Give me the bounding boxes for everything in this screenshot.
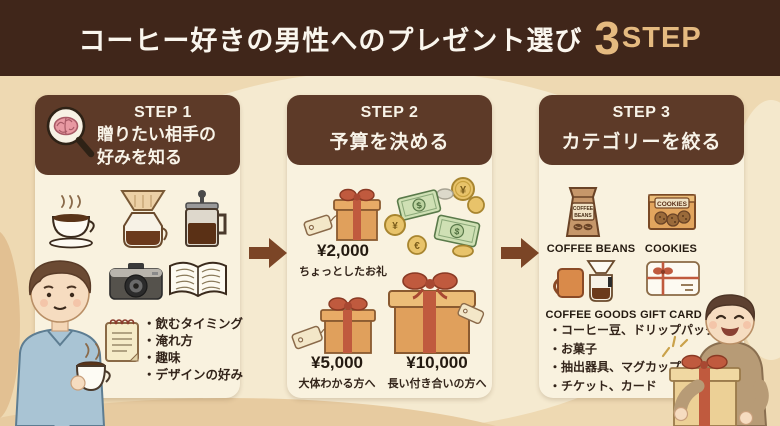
budget-2000: ¥2,000 ちょっとしたお礼 [289, 241, 397, 279]
budget-price: ¥10,000 [406, 353, 468, 372]
dollar-bill-symbol: $ [415, 200, 422, 211]
cookies-label: COOKIES [657, 201, 688, 208]
dollar-bill-symbol: $ [453, 226, 460, 237]
gift-box-icon [291, 293, 377, 360]
step2-label: STEP 2 [360, 104, 419, 121]
page-title: コーヒー好きの男性へのプレゼント選び [78, 25, 583, 56]
arrow-right-icon [501, 236, 539, 275]
step3-label: STEP 3 [612, 104, 671, 121]
gift-box-icon [379, 261, 485, 360]
category-label: COOKIES [644, 243, 698, 255]
french-press-icon [177, 189, 229, 254]
background-blob [0, 230, 20, 420]
coffee-goods-icon [551, 255, 617, 310]
note-item: ・デザインの好み [143, 368, 244, 382]
step3-title: カテゴリーを絞る [561, 132, 722, 153]
man-with-coffee-illustration [0, 253, 120, 426]
euro-coin-symbol: € [414, 241, 420, 252]
category-label: COFFEE GOODS [545, 309, 637, 321]
money-icon: ¥ $ ¥ $ [383, 175, 491, 268]
note-item: ・淹れ方 [143, 334, 194, 348]
yen-coin-symbol: ¥ [460, 185, 467, 197]
coffee-beans-bag-icon: COFFEE BEANS [557, 181, 609, 244]
sparkle-icon [660, 334, 690, 365]
step1-card: STEP 1 贈りたい相手の 好みを知る [35, 95, 243, 398]
budget-desc: ちょっとしたお礼 [299, 266, 387, 278]
header-banner: コーヒー好きの男性へのプレゼント選び 3 STEP [0, 0, 780, 76]
bag-label-line1: COFFEE [573, 206, 594, 212]
budget-desc: 大体わかる方へ [298, 378, 376, 390]
budget-price: ¥5,000 [311, 353, 363, 372]
arrow-right-icon [249, 236, 287, 275]
budget-5000: ¥5,000 大体わかる方へ [287, 353, 387, 391]
yen-coin-symbol: ¥ [392, 221, 398, 232]
cookies-box-icon: COOKIES [645, 185, 699, 240]
pourover-dripper-icon [113, 188, 173, 255]
header-step-word: STEP [621, 21, 702, 54]
step1-header: STEP 1 贈りたい相手の 好みを知る [35, 95, 240, 175]
step1-label: STEP 1 [134, 104, 192, 121]
bag-label-line2: BEANS [574, 213, 592, 219]
step1-title-line2: 好みを知る [97, 147, 182, 167]
step2-header: STEP 2 予算を決める [287, 95, 492, 165]
note-item: ・趣味 [143, 351, 181, 365]
man-with-gift-illustration [668, 292, 780, 426]
category-label: COFFEE BEANS [546, 243, 636, 255]
header-step-count: 3 [594, 12, 620, 64]
book-icon [168, 258, 228, 305]
budget-10000: ¥10,000 長い付き合いの方へ [383, 353, 491, 391]
step1-title: 贈りたい相手の 好みを知る [97, 124, 216, 170]
note-item: ・コーヒー豆、ドリップパック [549, 323, 718, 337]
notepad-icon [103, 315, 141, 370]
step1-title-line1: 贈りたい相手の [97, 125, 216, 144]
note-item: ・飲むタイミング [143, 317, 244, 331]
coffee-cup-icon [45, 195, 99, 254]
note-item: ・お菓子 [549, 341, 598, 356]
step3-header: STEP 3 カテゴリーを絞る [539, 95, 744, 165]
step2-title: 予算を決める [329, 132, 450, 153]
step1-notes: ・飲むタイミング ・淹れ方 ・趣味 ・デザインの好み [143, 316, 243, 384]
gift-card-icon [645, 257, 701, 304]
gift-box-icon [301, 185, 381, 248]
category-label: GIFT CARD [640, 309, 702, 321]
note-item: ・チケット、カード [549, 378, 657, 393]
note-item: ・抽出器具、マグカップ [549, 360, 682, 374]
step2-card: STEP 2 予算を決める [287, 95, 492, 398]
step3-notes: ・コーヒー豆、ドリップパック ・お菓子 ・抽出器具、マグカップ ・チケット、カー… [549, 321, 717, 395]
budget-price: ¥2,000 [317, 241, 369, 260]
magnifier-brain-icon [41, 103, 99, 168]
camera-icon [108, 261, 164, 306]
budget-desc: 長い付き合いの方へ [387, 378, 487, 390]
